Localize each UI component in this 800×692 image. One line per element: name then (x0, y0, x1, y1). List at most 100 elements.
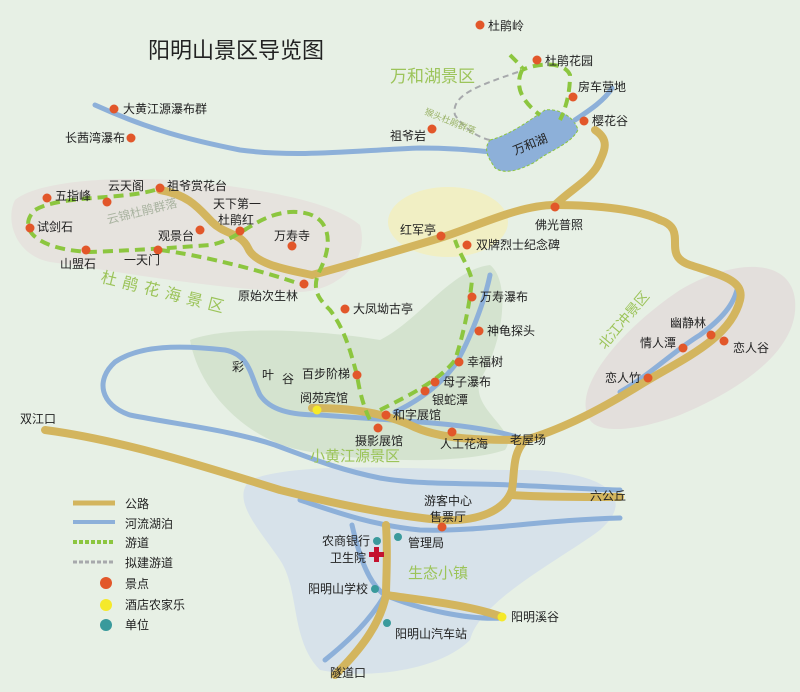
scenic-spot-label[interactable]: 和字展馆 (393, 407, 441, 422)
scenic-spot-dot[interactable] (550, 202, 560, 212)
scenic-spot-dot[interactable] (102, 197, 112, 207)
scenic-spot-label[interactable]: 万寿寺 (274, 229, 310, 243)
scenic-spot-dot[interactable] (153, 245, 163, 255)
scenic-spot-dot[interactable] (81, 245, 91, 255)
scenic-spot-dot[interactable] (579, 116, 589, 126)
scenic-spot-dot[interactable] (532, 55, 542, 65)
scenic-spot-label[interactable]: 人工花海 (440, 436, 488, 451)
scenic-spot-label[interactable]: 恋人谷 (733, 340, 769, 355)
place-label[interactable]: 隧道口 (330, 665, 366, 680)
zone-xiaohuangjiang-area (190, 265, 508, 461)
scenic-spot-label[interactable]: 观景台 (158, 228, 194, 243)
scenic-spot-label[interactable]: 幽静林 (670, 316, 706, 330)
caiyegu-char-3: 谷 (282, 372, 294, 386)
place-label[interactable]: 双江口 (20, 412, 56, 426)
scenic-spot-dot[interactable] (195, 225, 205, 235)
scenic-spot-label[interactable]: 游客中心 (424, 493, 472, 508)
scenic-spot-label[interactable]: 祖爷赏花台 (167, 178, 227, 193)
unit-label[interactable]: 阳明山汽车站 (395, 626, 467, 641)
scenic-spot-label[interactable]: 双牌烈士纪念碑 (476, 237, 560, 252)
scenic-spot-label[interactable]: 大凤坳古亭 (353, 301, 413, 316)
legend-label: 景点 (125, 577, 149, 591)
legend-label: 河流湖泊 (125, 516, 173, 531)
unit-label[interactable]: 管理局 (408, 535, 444, 550)
scenic-spot-label[interactable]: 情人潭 (640, 336, 676, 350)
scenic-spot-label[interactable]: 五指峰 (55, 188, 91, 203)
scenic-spot-dot[interactable] (352, 370, 362, 380)
scenic-spot-dot[interactable] (475, 20, 485, 30)
hotel-label[interactable]: 阳明溪谷 (511, 610, 559, 624)
scenic-spot-dot[interactable] (126, 133, 136, 143)
scenic-spot-label[interactable]: 万寿瀑布 (480, 290, 528, 304)
place-label[interactable]: 老屋场 (510, 433, 546, 447)
scenic-spot-dot[interactable] (420, 386, 430, 396)
scenic-spot-dot[interactable] (467, 292, 477, 302)
scenic-spot-label[interactable]: 房车营地 (578, 79, 626, 94)
legend-unit-dot (100, 619, 112, 631)
scenic-spot-label[interactable]: 天下第一 (213, 197, 261, 211)
scenic-spot-dot[interactable] (25, 223, 35, 233)
scenic-spot-label[interactable]: 百步阶梯 (302, 367, 350, 381)
scenic-spot-dot[interactable] (474, 326, 484, 336)
scenic-spot-label[interactable]: 红军亭 (400, 222, 436, 237)
scenic-spot-dot[interactable] (430, 377, 440, 387)
scenic-spot-label[interactable]: 大黄江源瀑布群 (123, 102, 207, 116)
legend: 公路 河流湖泊 游道 拟建游道 景点 酒店农家乐 单位 (73, 496, 185, 632)
unit-dot[interactable] (383, 619, 391, 627)
zone-label-xiaohuangjiang: 小黄江源景区 (310, 447, 400, 465)
unit-dot[interactable] (371, 585, 379, 593)
scenic-spot-dot[interactable] (436, 231, 446, 241)
unit-label[interactable]: 农商银行 (322, 533, 370, 548)
zone-hongjun-area (388, 187, 508, 257)
scenic-spot-label[interactable]: 母子瀑布 (443, 375, 491, 389)
scenic-spot-label[interactable]: 原始次生林 (238, 289, 298, 303)
scenic-spot-dot[interactable] (109, 104, 119, 114)
scenic-spot-dot[interactable] (427, 124, 437, 134)
scenic-spot-dot[interactable] (643, 373, 653, 383)
scenic-spot-dot[interactable] (568, 92, 578, 102)
hotel-dot[interactable] (497, 612, 507, 622)
scenic-spot-label[interactable]: 长茜湾瀑布 (65, 130, 125, 145)
scenic-spot-label[interactable]: 神龟探头 (487, 324, 535, 338)
scenic-spot-dot[interactable] (299, 279, 309, 289)
unit-dot[interactable] (394, 533, 402, 541)
scenic-spot-dot[interactable] (462, 240, 472, 250)
scenic-spot-label[interactable]: 杜鹃红 (218, 212, 254, 227)
scenic-spot-label[interactable]: 杜鹃花园 (545, 53, 593, 68)
scenic-spot-label[interactable]: 试剑石 (37, 219, 73, 234)
scenic-spot-label[interactable]: 幸福树 (467, 354, 503, 369)
scenic-spot-label[interactable]: 一天门 (124, 252, 160, 267)
scenic-spot-label[interactable]: 银蛇潭 (432, 392, 468, 407)
scenic-spot-label[interactable]: 摄影展馆 (355, 433, 403, 448)
scenic-spot-dot[interactable] (454, 357, 464, 367)
scenic-spot-dot[interactable] (706, 330, 716, 340)
scenic-spot-label[interactable]: 杜鹃岭 (488, 18, 524, 33)
scenic-spot-label[interactable]: 祖爷岩 (390, 128, 426, 143)
unit-label[interactable]: 阳明山学校 (308, 581, 368, 596)
scenic-spot-label[interactable]: 恋人竹 (605, 370, 641, 385)
hotel-dot[interactable] (312, 405, 322, 415)
place-label[interactable]: 六公丘 (590, 489, 626, 503)
scenic-spot-dot[interactable] (678, 343, 688, 353)
scenic-spot-label[interactable]: 樱花谷 (592, 113, 628, 128)
scenic-spot-dot[interactable] (381, 410, 391, 420)
scenic-spot-dot[interactable] (437, 522, 447, 532)
scenic-spot-dot[interactable] (719, 336, 729, 346)
scenic-spot-label[interactable]: 佛光普照 (535, 218, 583, 232)
legend-scenic-dot (100, 577, 112, 589)
scenic-spot-label[interactable]: 山盟石 (60, 257, 96, 271)
scenic-spot-dot[interactable] (155, 183, 165, 193)
hotel-label[interactable]: 阅苑宾馆 (300, 390, 348, 405)
scenic-spot-label[interactable]: 售票厅 (430, 509, 466, 524)
scenic-spot-dot[interactable] (340, 304, 350, 314)
unit-label[interactable]: 卫生院 (330, 551, 366, 565)
scenic-spot-dot[interactable] (287, 241, 297, 251)
scenic-spot-dot[interactable] (447, 427, 457, 437)
scenic-spot-label[interactable]: 云天阁 (108, 179, 144, 193)
scenic-spot-dot[interactable] (42, 193, 52, 203)
scenic-spot-dot[interactable] (235, 226, 245, 236)
scenic-spot-dot[interactable] (373, 423, 383, 433)
zone-shengtai-area (243, 467, 616, 674)
unit-dot[interactable] (373, 537, 381, 545)
